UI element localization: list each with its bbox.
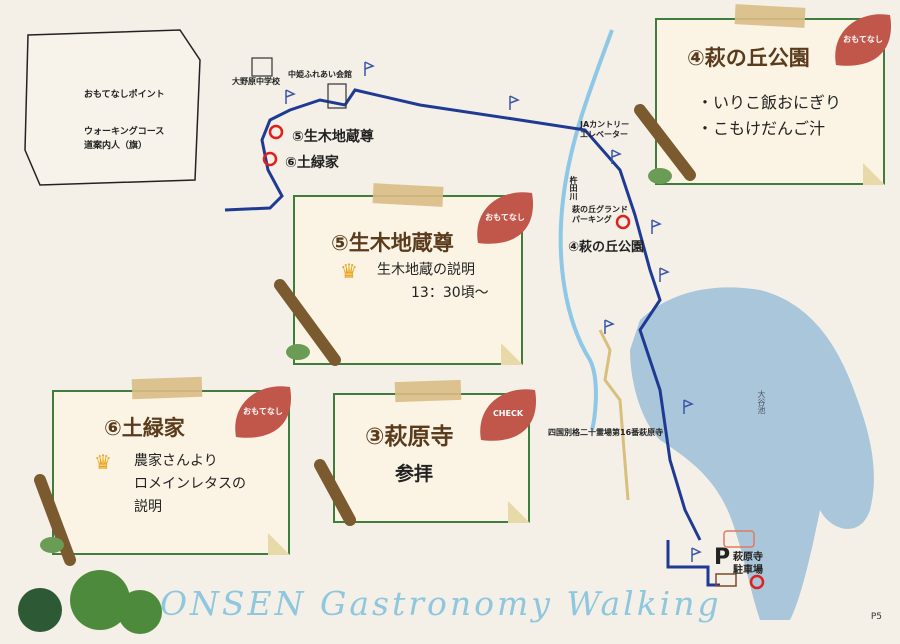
card-title: ③萩原寺 [365, 424, 454, 450]
crown-rank-icon: ♛ [94, 450, 112, 474]
label-pond: 大谷池 [757, 390, 766, 414]
page-fold [508, 501, 530, 523]
legend-hospitality-point: おもてなしポイント [84, 90, 165, 100]
label-ja: JAカントリー エレベーター [580, 120, 630, 139]
time: 13：30頃～ [411, 285, 489, 302]
bush-icons [18, 570, 162, 634]
page-fold [501, 343, 523, 365]
pond-ootani [630, 287, 874, 620]
bus-icon [723, 530, 755, 548]
point-6-label: ⑥土緑家 [285, 155, 339, 171]
legend-guide-flag-2: 道案内人（旗） [84, 141, 148, 151]
label-parking-hill: 萩の丘グランド パーキング [572, 205, 628, 224]
tape [131, 376, 203, 400]
point-4-label: ④萩の丘公園 [568, 240, 645, 255]
card-items: ・いりこ飯おにぎり ・こもけだんご汁 [697, 90, 841, 141]
card-title: ⑥土緑家 [104, 416, 185, 440]
temple-approach-path [598, 329, 630, 501]
card-text: 生木地蔵の説明 13：30頃～ [377, 259, 489, 305]
label-school: 大野原中学校 [232, 77, 280, 86]
walking-route-spur [666, 540, 720, 587]
crown-rank-icon: ♛ [340, 259, 358, 283]
line: 説明 [134, 499, 162, 516]
line: 生木地蔵の説明 [377, 262, 475, 278]
omotenashi-leaf-badge: おもてなし [830, 10, 896, 70]
tape [734, 4, 806, 28]
tape [394, 379, 462, 403]
tape [372, 183, 444, 207]
label-hall: 中姫ふれあい会館 [288, 70, 352, 79]
label-river: 杵田川 [569, 176, 578, 200]
item: ・いりこ飯おにぎり [697, 93, 842, 112]
legend-guide-flag-1: ウォーキングコース [84, 127, 165, 137]
page-fold [863, 163, 885, 185]
page-fold [268, 533, 290, 555]
line: ロメインレタスの [134, 476, 246, 493]
footer-title: ONSEN Gastronomy Walking [160, 584, 722, 623]
card-body: 参拝 [395, 463, 434, 485]
card-tsuchimidori-ke: ⑥土緑家 ♛ 農家さんより ロメインレタスの 説明 [52, 376, 290, 555]
line: 農家さんより [134, 453, 218, 469]
card-text: 農家さんより ロメインレタスの 説明 [134, 450, 246, 519]
hall-icon [327, 83, 347, 109]
card-title: ④萩の丘公園 [687, 46, 810, 70]
point-5-label: ⑤生木地蔵尊 [292, 129, 374, 145]
label-temple-parking: 萩原寺 駐車場 [733, 552, 763, 576]
omotenashi-leaf-badge: おもてなし [230, 382, 296, 442]
label-temple-route: 四国別格二十霊場第16番萩原寺 [548, 428, 664, 437]
page-number: P5 [870, 612, 882, 622]
check-leaf-badge: CHECK [475, 385, 541, 445]
parking-icon: P [714, 545, 731, 570]
school-icon [251, 57, 273, 77]
river [558, 29, 614, 431]
card-title: ⑤生木地蔵尊 [331, 231, 454, 255]
item: ・こもけだんご汁 [697, 118, 826, 138]
temple-icon [715, 573, 737, 587]
omotenashi-leaf-badge: おもてなし [472, 188, 538, 248]
legend-scroll [24, 29, 201, 186]
